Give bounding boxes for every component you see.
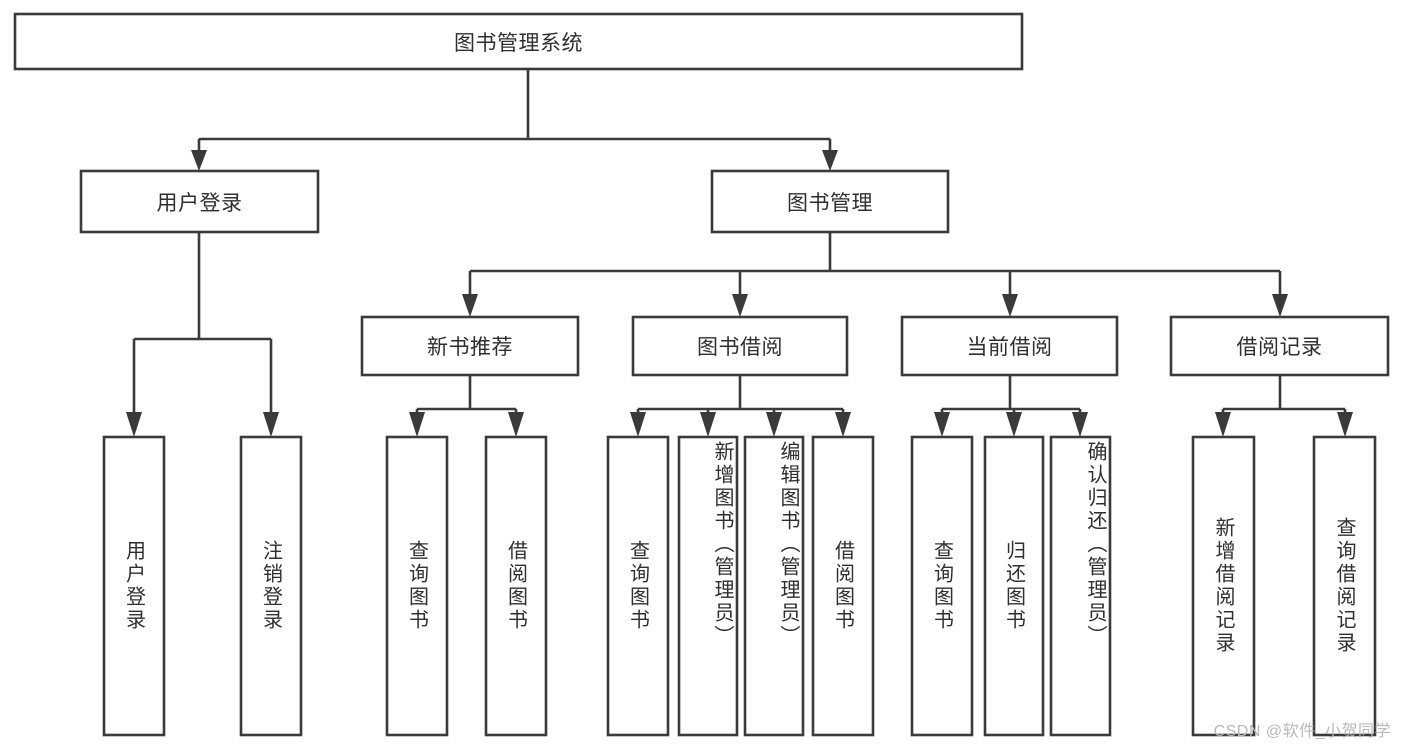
node-box-leaf-current-borrow-2[interactable] (1049, 435, 1112, 737)
node-box-leaf-book-borrow-0[interactable] (606, 435, 670, 737)
node-box-book-borrow[interactable] (631, 315, 849, 377)
connector-user-login-to-leaves (126, 232, 279, 437)
node-box-leaf-book-borrow-1[interactable] (677, 435, 739, 737)
connector-book-management-to-level3 (462, 232, 1288, 317)
connector-borrow-record-to-leaves (1215, 375, 1353, 437)
watermark: CSDN @软件_小贺同学 (1213, 723, 1391, 740)
node-box-current-borrow[interactable] (900, 315, 1119, 377)
node-box-leaf-borrow-record-0[interactable] (1191, 435, 1256, 737)
node-box-leaf-book-borrow-3[interactable] (811, 435, 875, 737)
node-box-leaf-current-borrow-0[interactable] (910, 435, 974, 737)
node-box-user-login[interactable] (79, 169, 320, 234)
connector-new-book-to-leaves (409, 375, 524, 437)
connector-book-borrow-to-leaves (630, 375, 851, 437)
node-box-root[interactable] (13, 12, 1024, 71)
node-box-leaf-borrow-record-1[interactable] (1312, 435, 1377, 737)
node-box-leaf-user-login-1[interactable] (239, 435, 303, 737)
node-box-leaf-current-borrow-1[interactable] (983, 435, 1045, 737)
connector-current-borrow-to-leaves (934, 375, 1088, 437)
node-box-borrow-record[interactable] (1169, 315, 1390, 377)
connector-root-to-level2 (191, 69, 838, 171)
node-box-leaf-book-borrow-2[interactable] (743, 435, 805, 737)
node-box-leaf-user-login-0[interactable] (102, 435, 166, 737)
node-box-leaf-new-book-0[interactable] (385, 435, 449, 737)
node-box-leaf-new-book-1[interactable] (484, 435, 548, 737)
node-box-new-book-recommend[interactable] (360, 315, 580, 377)
node-box-book-management[interactable] (710, 169, 950, 234)
